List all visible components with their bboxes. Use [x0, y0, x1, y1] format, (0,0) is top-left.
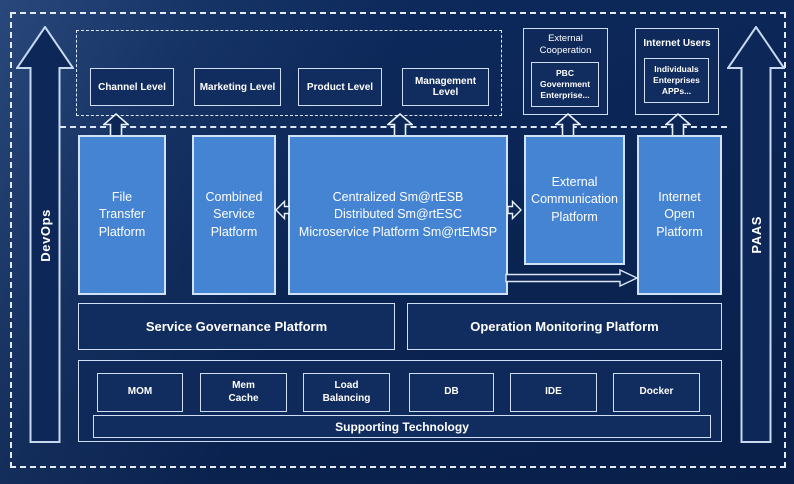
internet-users-members: Individuals Enterprises APPs...	[644, 58, 709, 103]
paas-up-arrow-icon	[727, 26, 785, 444]
devops-label: DevOps	[37, 208, 53, 262]
tech-mom-label: MOM	[127, 386, 153, 398]
external-cooperation-members: PBC Government Enterprise...	[531, 62, 599, 107]
tech-load-balancing-label: Load Balancing	[322, 380, 371, 404]
up-arrow-icon	[103, 113, 129, 137]
level-box-management: Management Level	[402, 68, 489, 106]
tech-ide-label: IDE	[545, 386, 562, 398]
tech-box-load-balancing: Load Balancing	[303, 373, 390, 412]
tech-box-ide: IDE	[510, 373, 597, 412]
paas-label: PAAS	[748, 216, 764, 254]
right-arrow-icon	[507, 199, 522, 221]
tech-mem-cache-label: Mem Cache	[228, 380, 259, 404]
external-cooperation-box: External Cooperation PBC Government Ente…	[523, 28, 608, 115]
level-management-label: Management Level	[414, 76, 477, 98]
long-right-arrow-icon	[505, 269, 639, 287]
up-arrow-icon	[665, 113, 691, 137]
devops-rail: DevOps	[16, 26, 74, 444]
tech-box-mom: MOM	[97, 373, 183, 412]
platform-combined-service: Combined Service Platform	[192, 135, 276, 295]
up-arrow-icon	[387, 113, 413, 137]
operation-monitoring-platform: Operation Monitoring Platform	[407, 303, 722, 350]
paas-rail: PAAS	[727, 26, 785, 444]
service-governance-platform: Service Governance Platform	[78, 303, 395, 350]
platform-file-transfer: File Transfer Platform	[78, 135, 166, 295]
outer-dashed-frame	[10, 12, 786, 468]
consumer-levels-container	[76, 30, 502, 116]
devops-up-arrow-icon	[16, 26, 74, 444]
up-arrow-icon	[555, 113, 581, 137]
level-marketing-label: Marketing Level	[199, 81, 276, 93]
level-box-marketing: Marketing Level	[194, 68, 281, 106]
platform-internet-open: Internet Open Platform	[637, 135, 722, 295]
level-product-label: Product Level	[306, 81, 374, 93]
internet-users-box: Internet Users Individuals Enterprises A…	[635, 28, 719, 115]
tech-box-mem-cache: Mem Cache	[200, 373, 287, 412]
platform-external-communication: External Communication Platform	[524, 135, 625, 265]
level-channel-label: Channel Level	[98, 81, 166, 93]
service-governance-label: Service Governance Platform	[145, 319, 328, 334]
supporting-technology-label: Supporting Technology	[335, 419, 469, 434]
internet-users-title: Internet Users	[643, 37, 711, 49]
level-box-channel: Channel Level	[90, 68, 174, 106]
tech-docker-label: Docker	[639, 386, 674, 398]
level-box-product: Product Level	[298, 68, 382, 106]
operation-monitoring-label: Operation Monitoring Platform	[470, 319, 659, 334]
tech-box-docker: Docker	[613, 373, 700, 412]
external-cooperation-title: External Cooperation	[539, 33, 592, 56]
tech-box-db: DB	[409, 373, 494, 412]
tech-db-label: DB	[444, 386, 459, 398]
left-arrow-icon	[275, 199, 290, 221]
layer-separator-dashed-line	[60, 126, 727, 128]
supporting-technology-bar: Supporting Technology	[93, 415, 711, 438]
platform-esb-esc-emsp: Centralized Sm@rtESB Distributed Sm@rtES…	[288, 135, 508, 295]
